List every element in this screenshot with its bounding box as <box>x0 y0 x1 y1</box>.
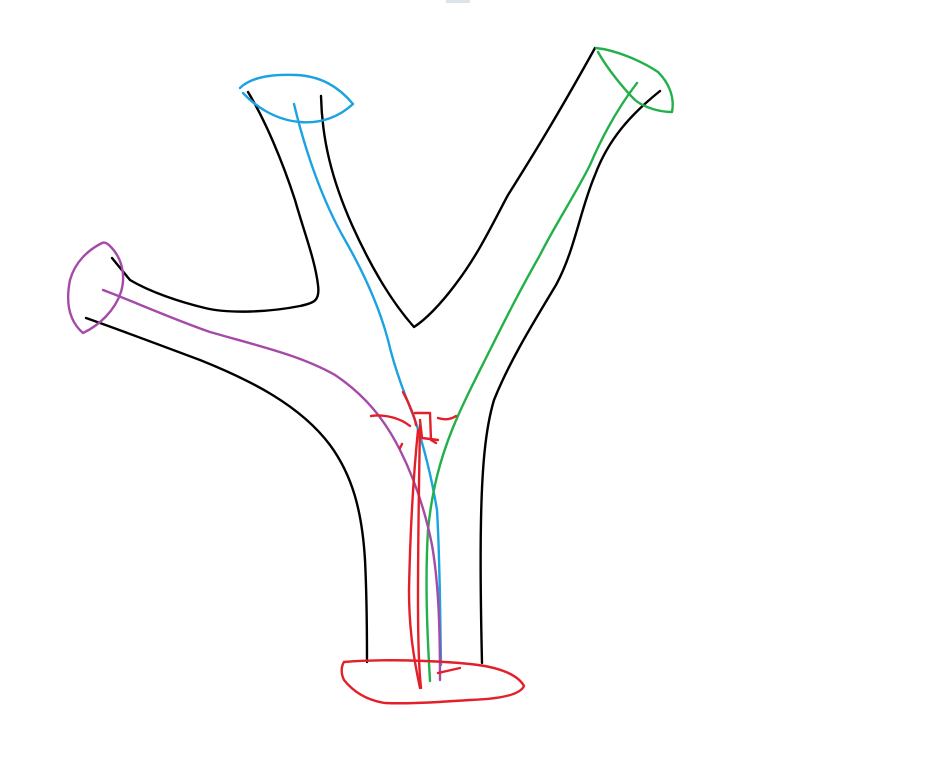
tube-outline <box>84 46 662 665</box>
outline-right-arm-outer <box>479 89 662 665</box>
green-branch-line <box>425 81 639 683</box>
purple-end-cap <box>67 241 125 335</box>
red-base-pad <box>340 659 526 705</box>
red-trunk-line-right <box>416 423 423 690</box>
outline-upper-left-arm-outer <box>110 90 320 313</box>
green-end-cap <box>594 46 674 114</box>
purple-branch <box>67 241 442 682</box>
outline-left-arm-lower <box>84 316 369 664</box>
top-tab-stub <box>446 0 470 3</box>
blue-branch-line <box>292 102 443 667</box>
outline-upper-left-arm-inner <box>319 46 597 329</box>
purple-branch-line <box>101 288 442 682</box>
red-trunk-line-left <box>407 428 422 690</box>
blue-end-cap <box>238 73 355 124</box>
red-base <box>340 390 526 705</box>
red-top-scribble <box>369 390 462 675</box>
blue-branch <box>238 73 443 667</box>
green-branch <box>425 46 674 683</box>
